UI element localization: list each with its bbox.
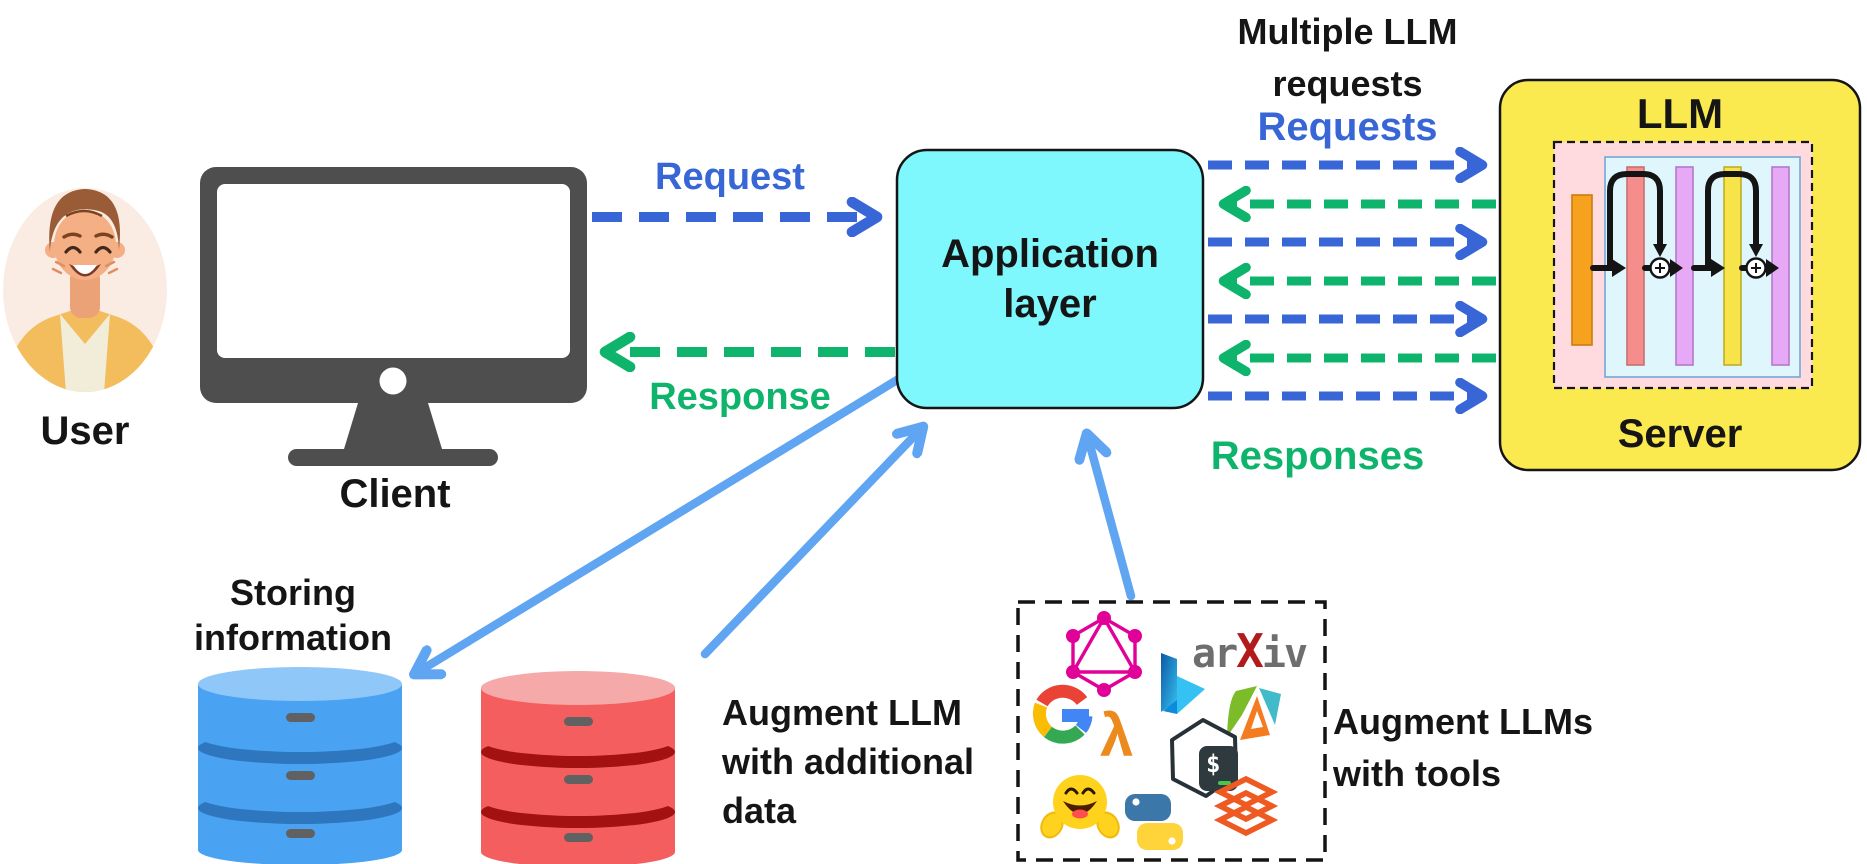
- monitor-screen: [217, 184, 570, 358]
- multi-response-arrows: [1228, 204, 1496, 358]
- requests-label: Requests: [1257, 105, 1438, 149]
- storing-line2: information: [194, 617, 392, 658]
- shell-prompt-glyph: $: [1206, 750, 1221, 778]
- application-layer-box: [895, 148, 1205, 410]
- storing-information-label: Storing information: [188, 570, 398, 660]
- storing-database-icon: [198, 667, 402, 864]
- hugging-face-icon: [1040, 775, 1120, 839]
- arxiv-icon: arXiv: [1192, 624, 1308, 678]
- user-label: User: [40, 409, 130, 453]
- multiple-llm-requests-line2: requests: [1272, 63, 1423, 104]
- multiple-llm-requests-line1: Multiple LLM: [1237, 11, 1458, 52]
- application-layer-label: Application layer: [897, 150, 1203, 408]
- avatar-face: [54, 210, 116, 280]
- triangle-shards-icon: [1227, 686, 1281, 740]
- application-layer-line2: layer: [1003, 282, 1097, 326]
- databricks-icon: [1213, 775, 1279, 837]
- responses-label: Responses: [1210, 434, 1425, 478]
- request-label: Request: [655, 156, 805, 198]
- attention-bar: [1626, 166, 1645, 366]
- skip-connection-2: [1705, 171, 1759, 269]
- augment-tools-label: Augment LLMs with tools: [1333, 696, 1593, 800]
- residual-add-nodes: [1649, 257, 1767, 279]
- augment-tools-line1: Augment LLMs: [1333, 701, 1593, 742]
- google-icon: [1032, 684, 1093, 744]
- shell-icon: [1170, 718, 1238, 798]
- application-layer-line1: Application: [941, 232, 1159, 276]
- arxiv-x: X: [1236, 624, 1264, 678]
- augment-data-arrow: [700, 430, 920, 659]
- augment-database-icon: [481, 671, 675, 864]
- arxiv-prefix: ar: [1192, 631, 1238, 677]
- response-label: Response: [649, 376, 831, 418]
- multiple-llm-requests-label: Multiple LLM requests: [1225, 6, 1470, 110]
- avatar-shirt: [60, 314, 110, 392]
- client-label: Client: [339, 472, 451, 516]
- tools-arrow: [1088, 438, 1136, 601]
- avatar-hair: [49, 189, 121, 252]
- user-avatar: [3, 188, 167, 392]
- monitor-base: [288, 449, 498, 466]
- embedding-bar: [1571, 194, 1593, 346]
- ffn-bar: [1723, 166, 1742, 366]
- python-icon: [1125, 794, 1183, 850]
- client-monitor-icon: [200, 167, 587, 466]
- monitor-button: [379, 367, 407, 395]
- transformer-arrowheads: [1612, 244, 1779, 277]
- llm-label: LLM: [1636, 90, 1724, 137]
- server-label: Server: [1617, 412, 1743, 456]
- transformer-wiring: [1590, 171, 1759, 271]
- augment-tools-line2: with tools: [1333, 753, 1501, 794]
- graphql-icon: [1066, 611, 1142, 697]
- tools-box: [1016, 600, 1327, 862]
- multi-request-arrows: [1208, 165, 1478, 396]
- augment-data-line1: Augment LLM: [722, 692, 962, 733]
- augment-data-label: Augment LLM with additional data: [722, 688, 974, 835]
- augment-data-line2: with additional: [722, 741, 974, 782]
- arxiv-suffix: iv: [1261, 631, 1308, 677]
- store-information-arrow: [418, 375, 902, 672]
- skip-connection-1: [1607, 171, 1663, 269]
- storing-line1: Storing: [230, 572, 356, 613]
- llm-server-box: [1498, 78, 1862, 472]
- monitor-stand: [344, 403, 442, 449]
- bing-icon: [1161, 653, 1205, 714]
- aws-lambda-icon: λ: [1100, 702, 1134, 769]
- avatar-closed-eyes: [64, 245, 112, 254]
- augment-data-line3: data: [722, 790, 797, 831]
